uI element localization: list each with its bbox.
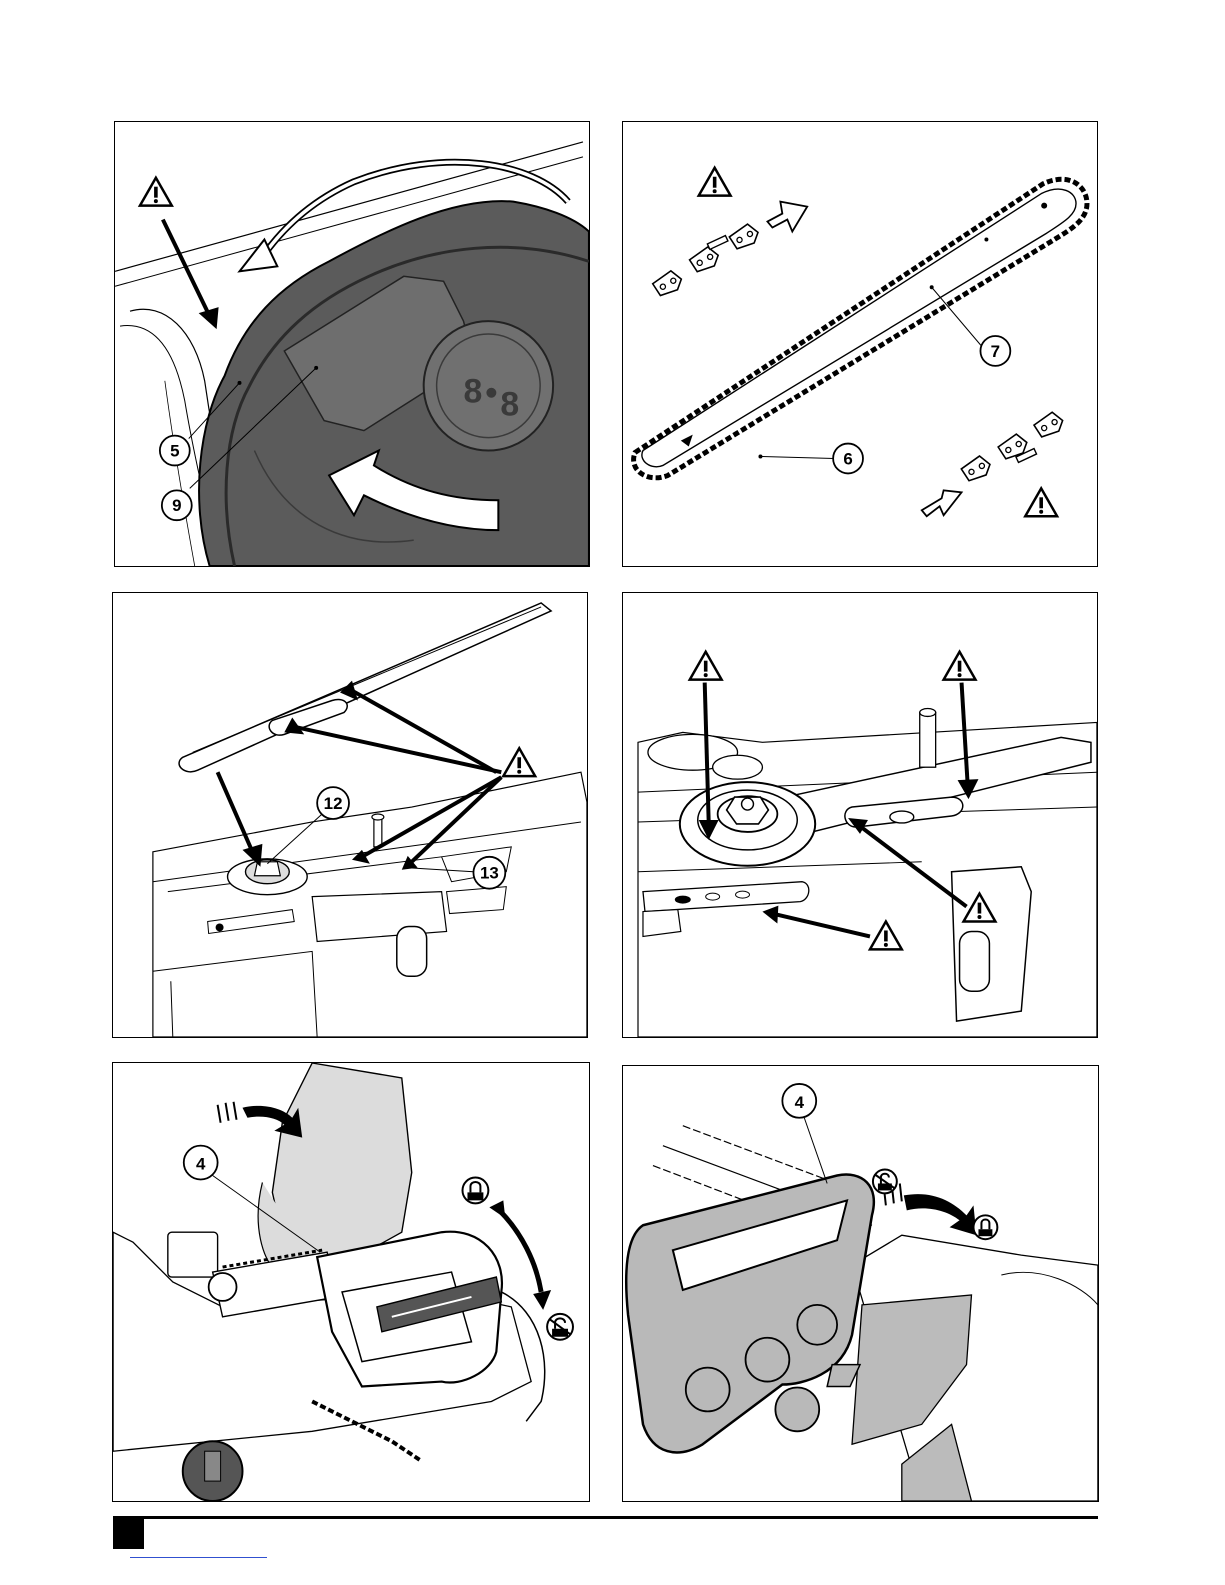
callout-13: 13: [473, 857, 505, 889]
page-marker-square: [113, 1518, 144, 1549]
warning-icon: [944, 652, 976, 680]
figure-1-cap-knob: 8 8 5 9: [114, 121, 590, 567]
warning-icon: [690, 652, 722, 680]
chain-links-top: [651, 222, 761, 299]
svg-text:9: 9: [172, 496, 181, 515]
direction-arrow-icon: [767, 202, 807, 232]
svg-text:5: 5: [170, 441, 179, 460]
svg-text:4: 4: [196, 1155, 206, 1174]
callout-4: 4: [782, 1084, 816, 1118]
figure-4-chain-on-sprocket: [622, 592, 1098, 1038]
svg-text:6: 6: [843, 449, 852, 468]
guide-bar: [634, 179, 1087, 478]
lock-icon: [462, 1177, 488, 1203]
chain-links-bottom: [960, 410, 1066, 484]
figure-6-hand-guard-release: 4: [622, 1065, 1099, 1502]
svg-text:7: 7: [991, 342, 1000, 361]
svg-text:13: 13: [480, 864, 499, 883]
warning-icon: [1025, 488, 1057, 516]
callout-7: 7: [980, 336, 1010, 366]
cap-lock-marking: 8: [500, 386, 519, 424]
figure-3-bar-fitting: 12 13: [112, 592, 588, 1038]
callout-5: 5: [160, 436, 190, 466]
figure-5-hand-on-chain-brake: 4: [112, 1062, 590, 1502]
warning-icon: [503, 748, 535, 776]
cap-unlock-marking: 8: [463, 373, 482, 411]
warning-icon: [699, 168, 731, 196]
front-hand-guard: [626, 1175, 874, 1453]
svg-text:12: 12: [324, 794, 343, 813]
svg-text:4: 4: [795, 1093, 805, 1112]
figure-2-bar-and-chain: 7 6: [622, 121, 1098, 567]
lock-icon: [973, 1215, 997, 1239]
unlock-icon: [873, 1170, 897, 1194]
warning-icon: [140, 178, 172, 206]
callout-4: 4: [184, 1146, 218, 1180]
callout-6: 6: [833, 444, 863, 474]
callout-12: 12: [317, 787, 349, 819]
footer-link-underline[interactable]: [130, 1557, 267, 1558]
unlock-icon: [547, 1314, 573, 1340]
callout-9: 9: [162, 490, 192, 520]
footer-rule: [113, 1516, 1098, 1519]
